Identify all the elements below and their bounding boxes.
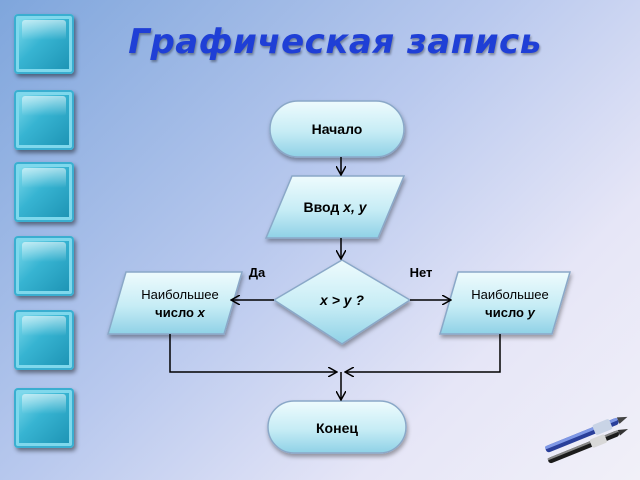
output-right-line1: Наибольшее [471, 287, 549, 302]
pens-icon [545, 416, 629, 464]
side-button-4[interactable] [14, 236, 74, 296]
output-right-label: Наибольшее число y [448, 286, 572, 322]
start-label: Начало [311, 121, 363, 137]
decision-diamond [272, 259, 412, 345]
side-button-6[interactable] [14, 388, 74, 448]
side-button-3[interactable] [14, 162, 74, 222]
yes-label: Да [248, 265, 266, 280]
output-left-block [107, 271, 243, 335]
input-vars: x, y [343, 199, 367, 215]
output-right-word: число [485, 305, 524, 320]
start-terminal [269, 100, 405, 158]
output-left-word: число [155, 305, 194, 320]
end-label: Конец [316, 420, 358, 436]
side-button-5[interactable] [14, 310, 74, 370]
output-left-label: Наибольшее число x [118, 286, 242, 322]
input-word: Ввод [303, 199, 340, 215]
page-title: Графическая запись [128, 22, 542, 62]
no-label: Нет [409, 265, 433, 280]
output-left-var: x [197, 305, 205, 320]
input-label: Ввод x, y [272, 198, 398, 216]
end-terminal [267, 400, 407, 454]
side-button-2[interactable] [14, 90, 74, 150]
output-left-line1: Наибольшее [141, 287, 219, 302]
arrow-right-to-merge [346, 334, 501, 372]
output-right-var: y [527, 305, 535, 320]
input-block [264, 175, 406, 239]
arrow-left-to-merge [169, 334, 336, 372]
output-right-block [439, 271, 571, 335]
condition-label: x > y ? [320, 292, 364, 308]
side-button-1[interactable] [14, 14, 74, 74]
